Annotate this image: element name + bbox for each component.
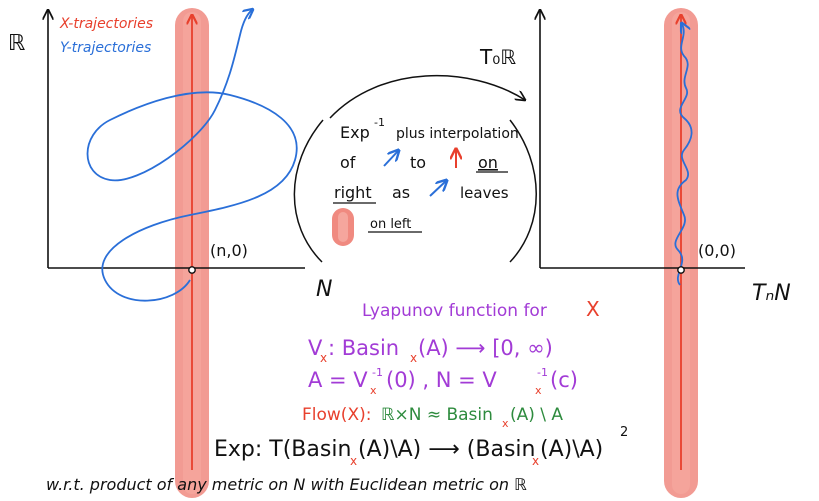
exp-line-a: Exp: T(Basin xyxy=(214,437,351,462)
v-line-sub2: x xyxy=(410,351,417,365)
equations: Lyapunov function for X V x : Basin x (A… xyxy=(46,297,628,494)
exp-line-sup: 2 xyxy=(620,425,628,440)
a-line-a: A = V xyxy=(308,368,368,392)
wrt-line: w.r.t. product of any metric on N with E… xyxy=(46,475,527,494)
box-line3-leaves: leaves xyxy=(460,184,509,202)
flow-label: Flow(X): xyxy=(302,405,371,425)
box-line3-as: as xyxy=(392,183,410,202)
exp-line-sub1: x xyxy=(350,454,357,468)
a-line-sub2: x xyxy=(535,384,542,397)
middle-connector: Exp -1 plus interpolation of to on right… xyxy=(293,74,537,263)
a-line-c: (c) xyxy=(550,368,578,392)
flow-rest: (A) \ A xyxy=(510,405,563,425)
box-line2-to: to xyxy=(410,153,426,172)
legend-y-trajectories: Y-trajectories xyxy=(60,40,151,56)
left-bracket xyxy=(293,119,324,263)
left-panel: ℝ N (n,0) X-trajectories Y-trajectories xyxy=(8,8,332,498)
legend-x-trajectories: X-trajectories xyxy=(59,16,153,32)
box-line1-rest: plus interpolation xyxy=(396,126,519,142)
v-line-v: V xyxy=(308,336,323,360)
exp-line-c: (A)\A) xyxy=(540,437,603,462)
right-x-axis-label: TₙN xyxy=(752,281,791,306)
exp-line-sub2: x xyxy=(532,454,539,468)
exp-line-b: (A)\A) ⟶ (Basin xyxy=(358,437,535,462)
a-line-sub1: x xyxy=(370,384,377,397)
flow-sub: x xyxy=(502,417,509,430)
lyapunov-title: Lyapunov function for xyxy=(362,301,547,321)
right-y-axis-label: T₀ℝ xyxy=(479,45,516,69)
a-line-b: (0) , N = V xyxy=(386,368,497,392)
v-line-rest: (A) ⟶ [0, ∞) xyxy=(418,336,553,360)
left-origin-point xyxy=(188,266,196,274)
a-line-sup2: -1 xyxy=(537,366,548,379)
box-line1-sup: -1 xyxy=(374,116,385,129)
left-y-axis-label: ℝ xyxy=(8,31,25,56)
right-bracket xyxy=(509,119,537,263)
v-line-basin: : Basin xyxy=(328,336,399,360)
box-band-swatch-core xyxy=(338,212,348,242)
exp-arc-arrow xyxy=(329,74,525,119)
left-x-axis-label: N xyxy=(316,277,332,302)
left-y-trajectory xyxy=(86,10,298,302)
box-line4-onleft: on left xyxy=(370,217,411,232)
left-point-label: (n,0) xyxy=(210,241,248,260)
flow-body: ℝ×N ≈ Basin xyxy=(381,405,493,425)
box-blue-arrow-2 xyxy=(429,181,446,197)
box-blue-arrow-1 xyxy=(383,151,398,167)
box-line1-exp: Exp xyxy=(340,123,370,142)
a-line-sup1: -1 xyxy=(372,366,383,379)
right-y-trajectory xyxy=(674,24,693,286)
right-panel: T₀ℝ TₙN (0,0) xyxy=(479,8,791,498)
lyapunov-x: X xyxy=(586,297,600,321)
box-line2-of: of xyxy=(340,153,356,172)
box-line3-right: right xyxy=(334,183,372,202)
right-point-label: (0,0) xyxy=(698,241,736,260)
v-line-sub: x xyxy=(320,351,327,365)
box-line2-on: on xyxy=(478,153,498,172)
right-origin-point xyxy=(677,266,685,274)
